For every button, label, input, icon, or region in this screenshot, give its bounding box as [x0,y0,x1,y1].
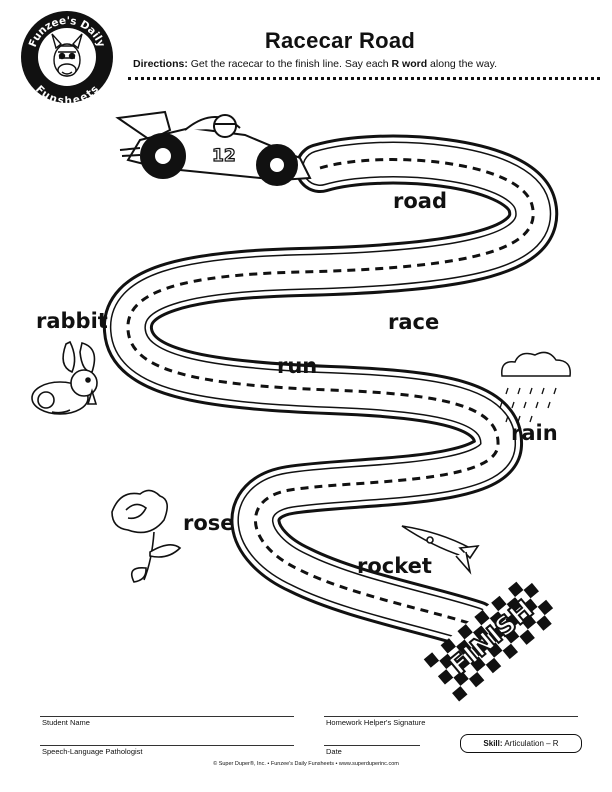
finish-check-square [523,582,540,599]
finish-check-square [503,628,520,644]
finish-check-square [544,608,561,624]
finish-flag: FINISH [423,574,561,702]
finish-check-square [437,669,454,685]
funzee-logo: Funzee's Daily Funsheets [21,11,113,104]
directions: Directions: Get the racecar to the finis… [133,58,593,70]
finish-check-square [454,654,471,671]
skill-label: Skill: [483,739,503,748]
finish-check-square [508,581,524,598]
finish-check-square [536,615,552,631]
rain-cloud-icon [499,351,571,423]
skill-value: Articulation – R [504,739,559,748]
date-label: Date [326,747,342,756]
slp-line[interactable] [40,745,294,746]
finish-check-square [513,605,530,622]
finish-check-square [520,613,537,630]
word-rabbit: rabbit [36,309,108,333]
finish-check-square [468,671,485,688]
finish-check-square [498,604,514,620]
finish-check-square [481,618,497,634]
finish-check-square [522,598,538,614]
finish-check-square [480,633,496,650]
word-rain: rain [511,421,558,445]
dotted-divider [128,77,600,80]
finish-check-square [456,639,472,655]
finish-check-square [472,625,489,641]
finish-check-square [505,612,521,629]
finish-check-square [423,652,440,668]
finish-check-square [440,638,457,654]
page-title: Racecar Road [264,28,416,53]
slp-label: Speech-Language Pathologist [42,747,143,756]
word-rocket: rocket [357,554,432,578]
finish-check-square [463,647,479,664]
finish-check-square [453,670,469,686]
finish-check-square [499,588,516,605]
finish-check-square [478,649,495,665]
student-name-label: Student Name [42,718,90,727]
finish-check-square [537,599,554,616]
date-line[interactable] [324,745,420,746]
finish-check-square [470,656,486,672]
finish-check-square [474,609,490,626]
finish-check-square [444,677,461,694]
word-race: race [388,310,440,334]
finish-check-square [430,660,447,677]
finish-check-square [512,621,528,637]
rabbit-icon [31,340,98,415]
finish-check-square [506,597,523,613]
winding-road [102,134,559,650]
finish-check-square [496,619,513,636]
finish-check-square [457,624,473,640]
zebra-icon [51,33,83,77]
finish-check-square [439,653,455,670]
finish-check-square [432,645,448,661]
finish-check-square [471,640,488,657]
copyright: © Super Duper®, Inc. • Funzee's Daily Fu… [213,761,399,767]
finish-check-square [494,650,510,667]
finish-check-square [482,602,499,619]
rocket-icon [401,525,480,575]
racecar-icon: 12 [115,110,312,186]
finish-check-square [446,662,462,678]
finish-check-square [516,574,532,591]
word-rose: rose [183,511,235,535]
finish-check-square [460,678,476,695]
road-center-dashes [126,158,535,627]
finish-check-square [461,663,478,679]
finish-check-square [491,595,507,612]
finish-check-square [519,629,535,645]
skill-badge: Skill: Articulation – R [460,734,582,753]
finish-check-square [489,611,506,627]
directions-text-2: along the way. [427,58,497,70]
student-name-line[interactable] [40,716,294,717]
directions-label: Directions: [133,58,188,70]
finish-check-square [511,636,527,652]
finish-check-square [495,635,512,651]
helper-signature-line[interactable] [324,716,578,717]
finish-check-square [477,664,493,681]
finish-check-square [449,631,465,647]
finish-check-square [465,616,482,633]
finish-check-square [502,643,519,660]
finish-check-square [487,642,503,658]
finish-check-square [452,685,468,702]
car-number: 12 [212,146,236,166]
helper-signature-label: Homework Helper's Signature [326,718,426,727]
word-run: run [277,354,318,378]
directions-text-1: Get the racecar to the finish line. Say … [187,58,392,70]
word-road: road [393,189,447,213]
finish-check-square [515,590,531,606]
finish-check-square [529,606,545,623]
finish-check-square [464,632,481,648]
finish-check-square [530,591,547,607]
finish-check-square [527,622,544,638]
finish-check-square [447,646,464,663]
finish-check-square [485,657,502,674]
directions-bold: R word [391,58,428,70]
finish-check-square [488,626,504,643]
rose-icon [111,489,182,583]
